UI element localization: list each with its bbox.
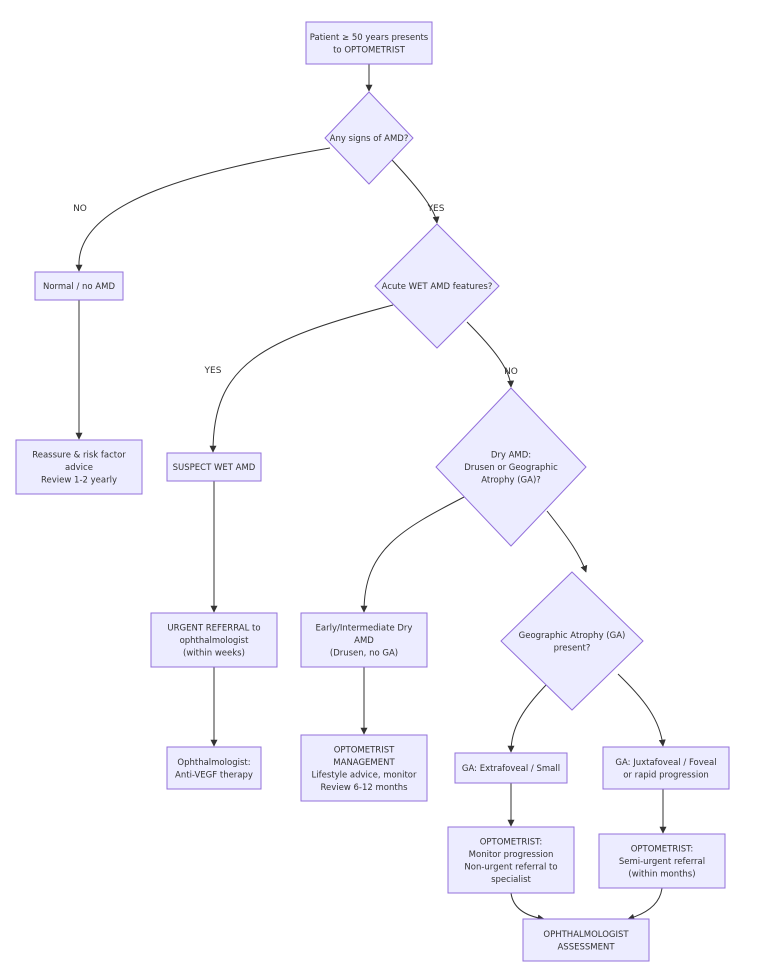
node-text-line: URGENT REFERRAL to xyxy=(167,624,260,634)
node-text-line: specialist xyxy=(491,875,531,885)
node-text-line: OPTOMETRIST: xyxy=(631,845,694,855)
node-text-line: (Drusen, no GA) xyxy=(330,649,398,659)
node-text-line: GA: Extrafoveal / Small xyxy=(462,764,560,774)
node-anti-vegf: Ophthalmologist: Anti-VEGF therapy xyxy=(166,746,262,790)
node-urgent-referral: URGENT REFERRAL to ophthalmologist (within… xyxy=(150,612,278,668)
node-opt-semi: OPTOMETRIST: Semi-urgent referral (within … xyxy=(598,833,726,889)
edge-wet-features-to-suspect-wet xyxy=(209,304,394,453)
node-text-line: Patient ≥ 50 years presents xyxy=(310,33,429,43)
edge-label-no: NO xyxy=(504,367,518,377)
process-box xyxy=(454,752,568,784)
node-ga-present: Geographic Atrophy (GA) present? xyxy=(500,571,644,711)
node-text-line: MANAGEMENT xyxy=(333,758,395,768)
node-text-line: Review 6-12 months xyxy=(320,783,408,793)
node-text-line: OPTOMETRIST xyxy=(334,745,395,755)
process-box xyxy=(522,918,650,962)
node-text-line: advice xyxy=(65,463,93,473)
decision-diamond xyxy=(324,91,414,185)
node-text-line: present? xyxy=(554,643,591,653)
process-box xyxy=(300,612,428,668)
node-text-line: Normal / no AMD xyxy=(43,282,115,292)
process-box xyxy=(166,452,262,482)
node-text-line: (within months) xyxy=(628,870,695,880)
process-box xyxy=(15,439,143,495)
node-text-line: OPHTHALMOLOGIST xyxy=(543,930,629,940)
decision-diamond xyxy=(435,387,587,547)
process-box xyxy=(166,746,262,790)
node-text-line: SUSPECT WET AMD xyxy=(173,463,256,473)
node-text-line: Atrophy (GA)? xyxy=(481,476,541,486)
node-text-line: Any signs of AMD? xyxy=(330,134,409,144)
edge-amd-signs-to-normal xyxy=(75,147,331,272)
node-text-line: Dry AMD: xyxy=(491,451,531,461)
process-box xyxy=(598,833,726,889)
edge-dry-amd-to-early-dry xyxy=(360,495,467,613)
edge-amd-signs-to-wet-features xyxy=(391,159,440,224)
process-box xyxy=(300,734,428,802)
process-box xyxy=(150,612,278,668)
edge-label-yes: YES xyxy=(427,204,445,214)
node-text-line: or rapid progression xyxy=(623,770,709,780)
node-text-line: Monitor progression xyxy=(469,850,554,860)
node-text-line: (within weeks) xyxy=(183,649,245,659)
edge-opt-semi-to-ophth-assess xyxy=(627,887,663,921)
node-text-line: ASSESSMENT xyxy=(557,942,615,952)
node-text-line: Acute WET AMD features? xyxy=(382,282,493,292)
node-text-line: Non-urgent referral to xyxy=(464,862,557,872)
decision-diamond xyxy=(374,223,500,349)
decision-diamond xyxy=(500,571,644,711)
node-text-line: Geographic Atrophy (GA) xyxy=(519,631,626,641)
edge-label-yes: YES xyxy=(204,366,222,376)
edge-label-layer: NO YES YES NO xyxy=(73,204,518,377)
node-text-line: GA: Juxtafoveal / Foveal xyxy=(615,758,716,768)
edge-ga-present-to-ga-juxta xyxy=(617,673,666,747)
node-start: Patient ≥ 50 years presents to OPTOMETRIS… xyxy=(305,21,433,65)
node-layer: Patient ≥ 50 years presents to OPTOMETRIS… xyxy=(15,21,730,962)
node-text-line: AMD xyxy=(354,636,374,646)
edge-wet-features-to-dry-amd xyxy=(466,321,515,388)
node-text-line: Review 1-2 yearly xyxy=(41,476,117,486)
edge-opt-monitor-to-ophth-assess xyxy=(510,892,545,922)
node-text-line: Drusen or Geographic xyxy=(464,463,558,473)
node-ophth-assess: OPHTHALMOLOGIST ASSESSMENT xyxy=(522,918,650,962)
node-amd-signs: Any signs of AMD? xyxy=(324,91,414,185)
node-text-line: Early/Intermediate Dry xyxy=(316,624,413,634)
node-text-line: OPTOMETRIST: xyxy=(480,837,543,847)
node-text-line: Semi-urgent referral xyxy=(619,857,705,867)
node-text-line: Reassure & risk factor xyxy=(32,451,126,461)
node-suspect-wet: SUSPECT WET AMD xyxy=(166,452,262,482)
process-box xyxy=(305,21,433,65)
edge-ga-present-to-ga-extra xyxy=(507,675,556,753)
node-normal: Normal / no AMD xyxy=(34,271,124,301)
node-text-line: Ophthalmologist: xyxy=(177,758,250,768)
edge-layer xyxy=(75,64,667,922)
edge-label-no: NO xyxy=(73,204,87,214)
process-box xyxy=(447,826,575,894)
edge-dry-amd-to-ga-present xyxy=(546,510,588,573)
process-box xyxy=(602,746,730,790)
node-wet-features: Acute WET AMD features? xyxy=(374,223,500,349)
process-box xyxy=(34,271,124,301)
node-text-line: ophthalmologist xyxy=(180,636,250,646)
node-ga-juxta: GA: Juxtafoveal / Foveal or rapid progres… xyxy=(602,746,730,790)
node-opt-mgmt: OPTOMETRIST MANAGEMENT Lifestyle advice, m… xyxy=(300,734,428,802)
node-text-line: Anti-VEGF therapy xyxy=(175,770,253,780)
node-text-line: Lifestyle advice, monitor xyxy=(312,770,417,780)
node-opt-monitor: OPTOMETRIST: Monitor progressionNon-urgen… xyxy=(447,826,575,894)
node-ga-extra: GA: Extrafoveal / Small xyxy=(454,752,568,784)
node-text-line: to OPTOMETRIST xyxy=(333,45,406,55)
